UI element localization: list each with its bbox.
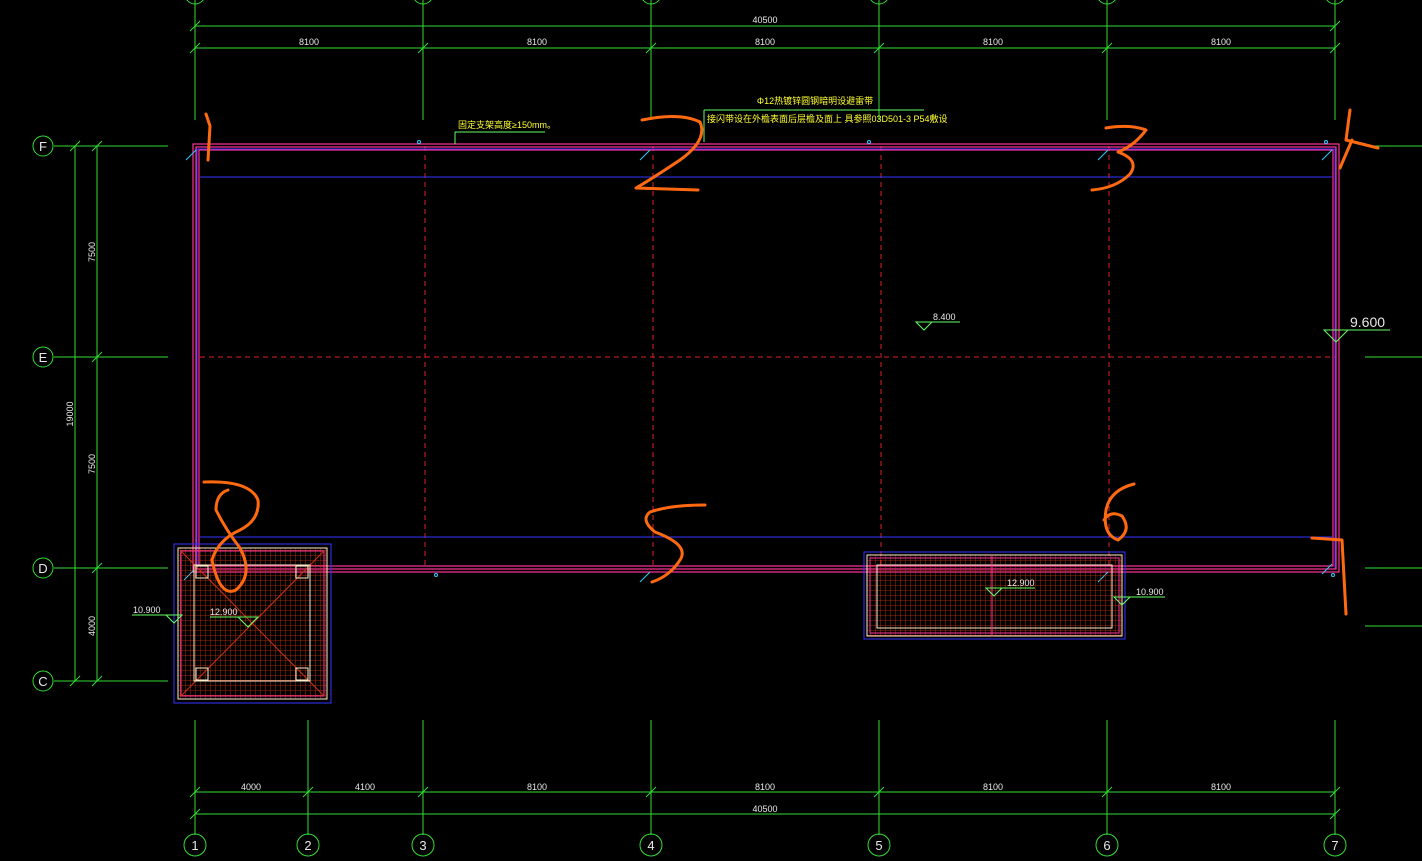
top-dim-segment: 8100 (755, 37, 775, 47)
top-dim-segment: 8100 (527, 37, 547, 47)
markup-number-1 (204, 112, 212, 162)
left-tower-side-elevation: 10.900 (133, 605, 161, 615)
bottom-dim-segment: 8100 (983, 782, 1003, 792)
column-axis-label: 7 (1331, 838, 1338, 853)
top-dim-segment: 8100 (1211, 37, 1231, 47)
markup-number-2 (634, 115, 704, 192)
left-dim-segment: 7500 (87, 454, 97, 474)
right-tower-top-elevation: 12.900 (1007, 578, 1035, 588)
bottom-dim-segment: 4000 (241, 782, 261, 792)
markup-number-6 (1102, 482, 1136, 542)
lightning-strip-outline (192, 143, 1340, 573)
roof-elevation-label: 8.400 (933, 312, 956, 322)
column-axis-label: 2 (304, 838, 311, 853)
right-tower-side-elevation: 10.900 (1136, 587, 1164, 597)
column-axis-label: 6 (1103, 838, 1110, 853)
top-dim-segment: 8100 (299, 37, 319, 47)
column-axis-lines (194, 0, 1336, 835)
bottom-axis-bubbles (183, 833, 1347, 857)
left-total-dimension: 19000 (65, 401, 75, 426)
left-tower-top-elevation: 12.900 (210, 607, 238, 617)
elevation-symbols (132, 321, 1390, 628)
row-axis-label: D (38, 561, 47, 576)
support-points (417, 140, 1335, 577)
downlead-note: 接闪带设在外檐表面后层檐及面上 具参照03D501-3 P54敷设 (707, 113, 948, 124)
column-axis-label: 3 (419, 838, 426, 853)
bottom-dim-segment: 4100 (355, 782, 375, 792)
bottom-total-dimension: 40500 (752, 804, 777, 814)
column-axis-label: 5 (875, 838, 882, 853)
markup-number-8 (202, 480, 260, 593)
column-axis-label: 4 (647, 838, 654, 853)
row-axis-label: F (39, 139, 47, 154)
row-axis-label: C (38, 674, 47, 689)
column-axis-label: 1 (191, 838, 198, 853)
row-axis-lines (54, 140, 1422, 687)
bottom-dimension-lines (189, 786, 1341, 820)
orange-markups (202, 108, 1380, 616)
support-height-note: 固定支架高度≥150mm。 (458, 119, 556, 130)
markup-number-4 (1338, 108, 1380, 170)
parapet-elevation-label: 9.600 (1350, 314, 1385, 330)
top-dim-segment: 8100 (983, 37, 1003, 47)
top-axis-bubbles (186, 0, 1344, 5)
markup-number-7 (1310, 536, 1348, 616)
markup-number-3 (1090, 124, 1148, 192)
bottom-dim-segment: 8100 (1211, 782, 1231, 792)
left-dim-segment: 7500 (87, 242, 97, 262)
rebar-note: Φ12热镀锌圆钢暗明设避雷带 (757, 95, 873, 106)
roof-dashed-grid (200, 146, 1335, 568)
bottom-dim-segment: 8100 (527, 782, 547, 792)
annotation-leaders (454, 109, 924, 144)
markup-number-5 (644, 503, 707, 584)
row-axis-bubbles (32, 135, 54, 692)
left-tower-roof (173, 543, 332, 704)
left-dim-segment: 4000 (87, 616, 97, 636)
top-dimension-lines (189, 20, 1341, 54)
bottom-dim-segment: 8100 (755, 782, 775, 792)
row-axis-label: E (39, 350, 48, 365)
top-total-dimension: 40500 (752, 15, 777, 25)
